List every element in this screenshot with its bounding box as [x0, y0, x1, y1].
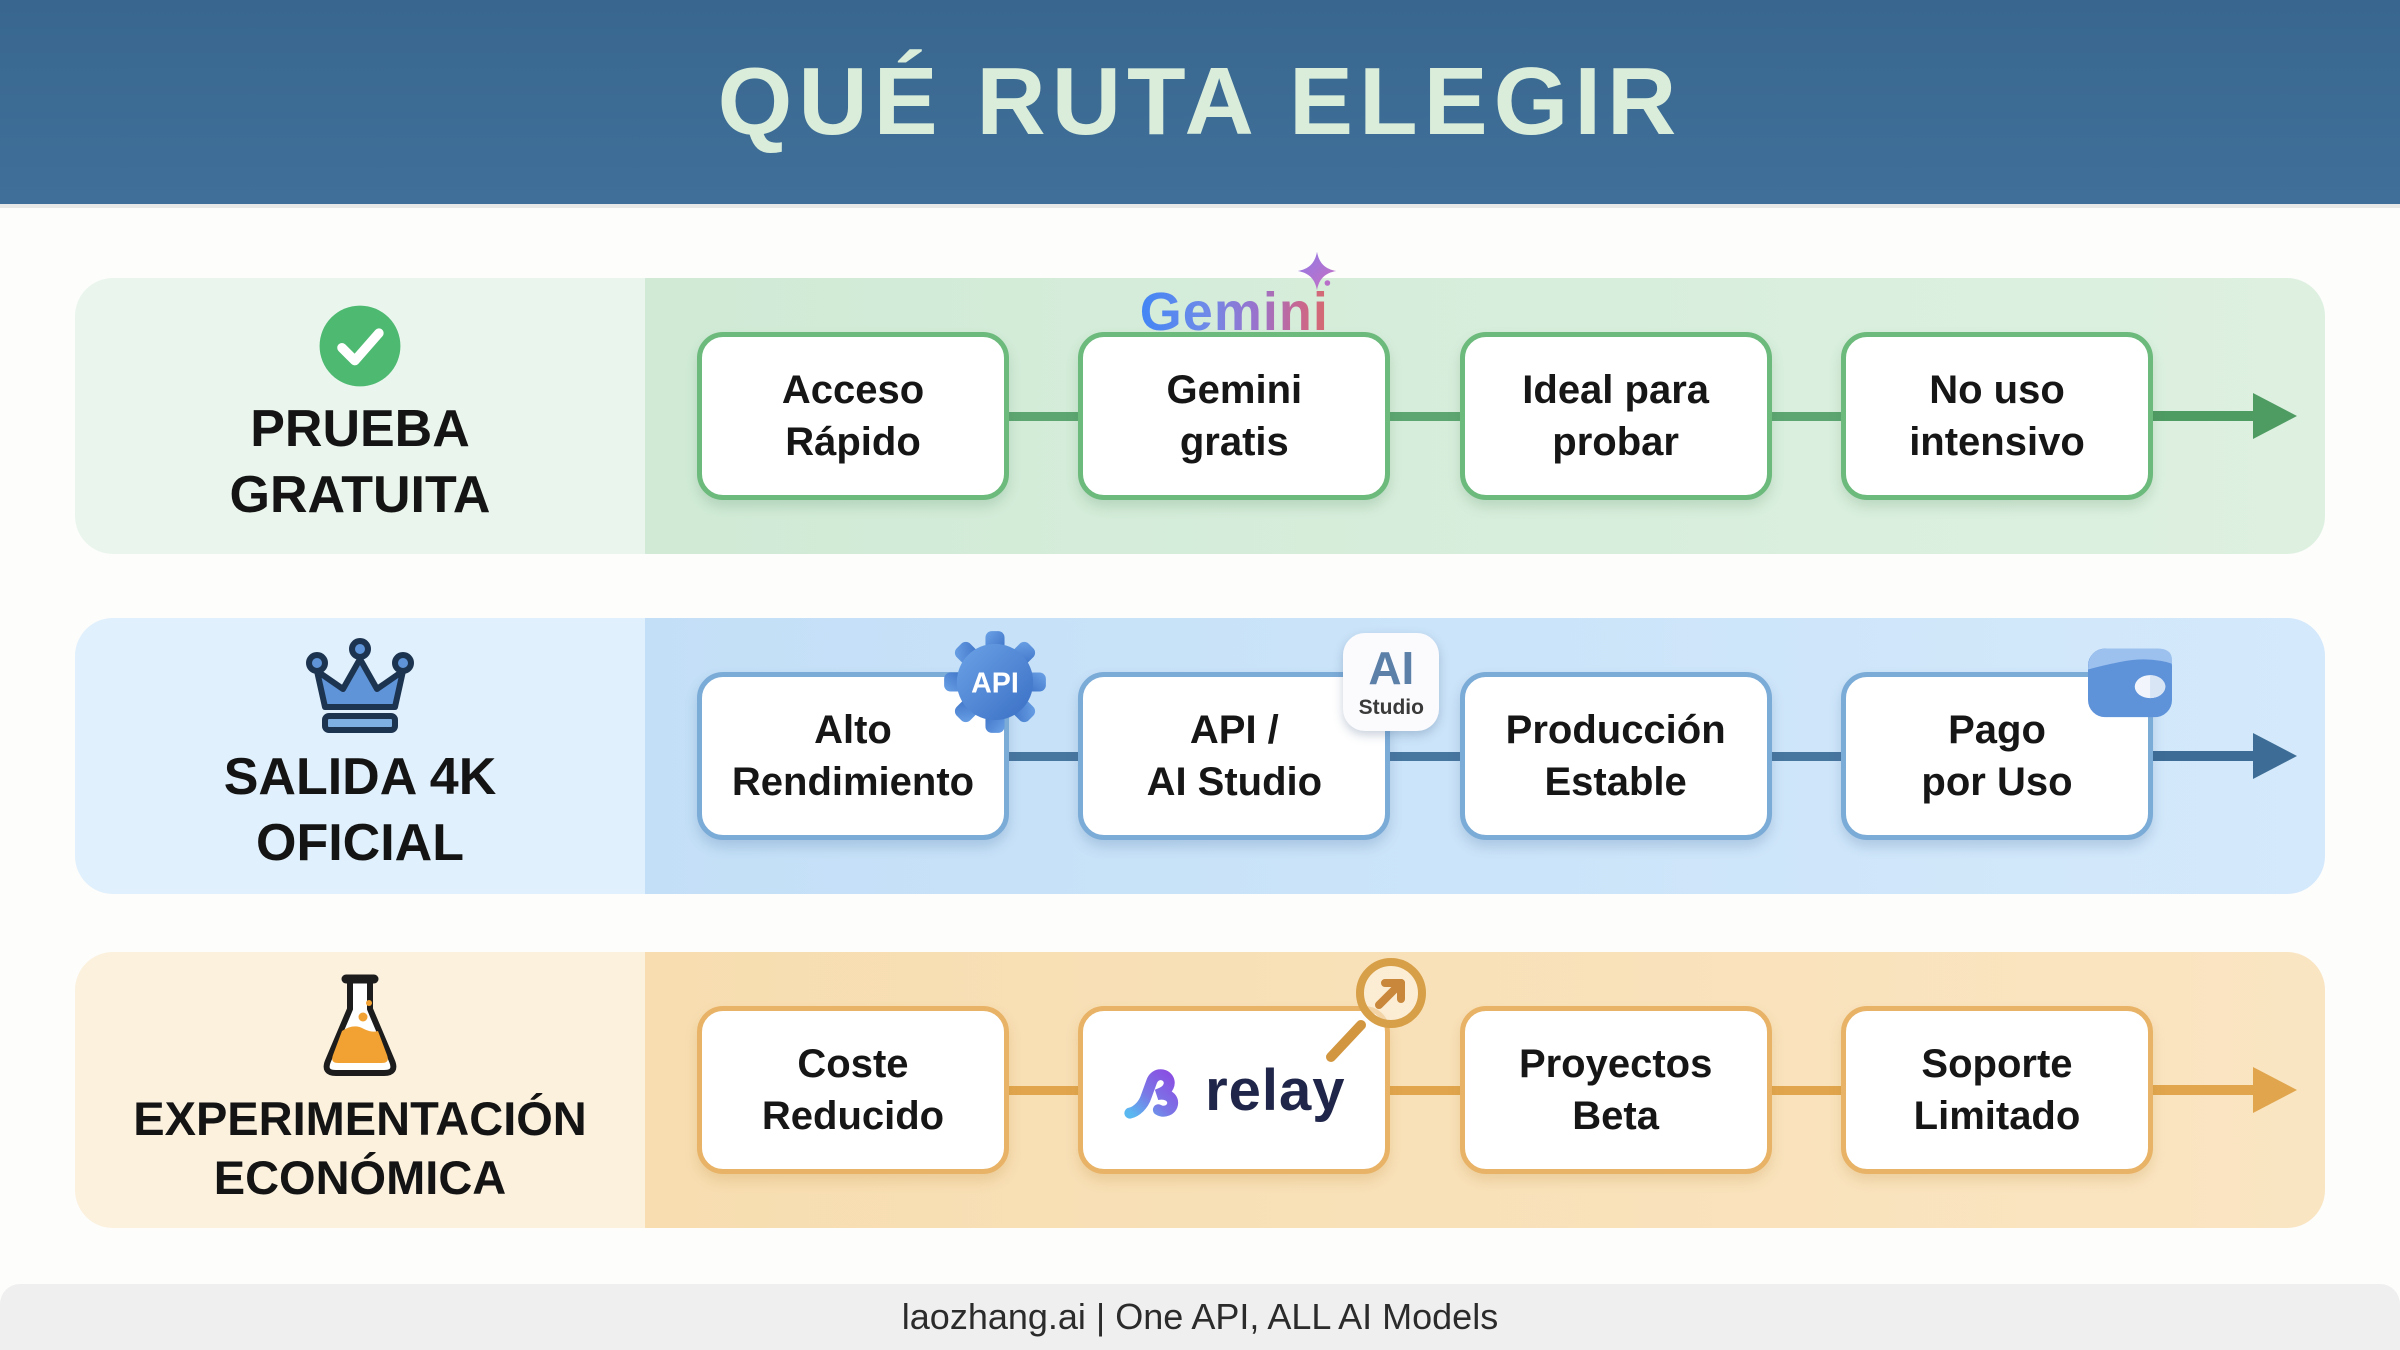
step-line2: Limitado [1913, 1094, 2081, 1138]
step-gemini-gratis: Gemini Gemini gratis [1078, 251, 1391, 500]
row-prueba-gratuita: PRUEBA GRATUITA Acceso Rápido [75, 251, 2325, 554]
step-no-uso-intensivo: No uso intensivo [1840, 332, 2153, 500]
ai-studio-badge-studio: Studio [1358, 695, 1424, 719]
api-gear-label: API [971, 668, 1019, 700]
step-soporte-limitado: Soporte Limitado [1840, 1006, 2153, 1174]
connector-line [1386, 1085, 1464, 1095]
row-experimentacion-economica: EXPERIMENTACIÓN ECONÓMICA Coste Reducido [75, 952, 2325, 1228]
row-label-line1: SALIDA 4K [223, 748, 497, 807]
crown-icon [306, 638, 414, 734]
step-pago-por-uso: Pago por Uso [1840, 648, 2172, 840]
connector-line [1767, 751, 1845, 761]
row-label-line2: ECONÓMICA [213, 1151, 507, 1204]
step-line1: Pago [1948, 708, 2046, 752]
step-line1: API / [1189, 708, 1279, 752]
row-label-line2: OFICIAL [256, 814, 464, 872]
step-line2: Beta [1572, 1094, 1659, 1138]
connector-line [1386, 411, 1464, 421]
step-label: Gemini gratis [1167, 364, 1303, 468]
step-line1: Coste [797, 1042, 909, 1086]
wallet-icon [2087, 648, 2172, 718]
relay-logo: relay [1123, 1056, 1345, 1124]
step-line2: AI Studio [1146, 760, 1323, 804]
gemini-sparkle-icon [1297, 251, 1337, 291]
step-proyectos-beta: Proyectos Beta [1459, 1006, 1772, 1174]
gemini-logo-wrap: Gemini [1139, 251, 1337, 343]
step-line1: Acceso [781, 368, 925, 412]
step-produccion-estable: Producción Estable [1459, 672, 1772, 840]
step-relay: relay [1078, 958, 1427, 1174]
step-acceso-rapido: Acceso Rápido [697, 332, 1009, 500]
step-label: API / AI Studio [1147, 704, 1323, 808]
step-label: Acceso Rápido [782, 364, 924, 468]
footer-bar: laozhang.ai | One API, ALL AI Models [0, 1284, 2400, 1350]
step-line1: Proyectos [1518, 1042, 1713, 1086]
gemini-logo: Gemini [1083, 251, 1385, 343]
row-steps-orange: Coste Reducido [645, 952, 2325, 1228]
step-line1: Ideal para [1522, 368, 1710, 412]
connector-line [1386, 751, 1464, 761]
connector-line [1005, 411, 1083, 421]
step-label: Producción Estable [1506, 704, 1726, 808]
ai-studio-badge: AI Studio [1343, 633, 1440, 731]
step-line1: Soporte [1921, 1042, 2073, 1086]
magnifier-arrow-icon [1326, 958, 1427, 1062]
step-label: Pago por Uso [1921, 704, 2072, 808]
step-label: Ideal para probar [1522, 364, 1709, 468]
row-label: EXPERIMENTACIÓN ECONÓMICA [133, 1089, 587, 1207]
relay-logo-text: relay [1205, 1057, 1346, 1123]
step-ideal-para-probar: Ideal para probar [1459, 332, 1772, 500]
header-banner: QUÉ RUTA ELEGIR [0, 0, 2400, 208]
step-coste-reducido: Coste Reducido [697, 1006, 1009, 1174]
row-label: SALIDA 4K OFICIAL [224, 745, 497, 876]
check-circle-icon [319, 306, 401, 387]
step-line2: por Uso [1921, 760, 2073, 804]
step-line1: Gemini [1166, 368, 1303, 412]
step-alto-rendimiento: API Alto Rendimiento [697, 631, 1046, 840]
step-line1: No uso [1929, 368, 2065, 412]
row-label: PRUEBA GRATUITA [230, 397, 491, 528]
row-label-panel-blue: SALIDA 4K OFICIAL [75, 618, 645, 894]
row-label-panel-green: PRUEBA GRATUITA [75, 278, 645, 554]
row-label-line1: EXPERIMENTACIÓN [133, 1091, 587, 1145]
relay-logo-icon [1124, 1069, 1179, 1119]
step-label: Proyectos Beta [1519, 1038, 1712, 1142]
step-line2: intensivo [1909, 420, 2085, 464]
step-label: No uso intensivo [1909, 364, 2085, 468]
step-line2: Rendimiento [731, 760, 975, 804]
step-line2: Reducido [761, 1094, 945, 1138]
step-line2: probar [1552, 420, 1679, 464]
connector-line [1005, 1085, 1083, 1095]
flow-arrow-icon [2148, 1067, 2297, 1113]
gemini-logo-text: Gemini [1139, 282, 1329, 342]
step-label: Alto Rendimiento [732, 704, 974, 808]
step-line1: Producción [1505, 708, 1726, 752]
flask-icon [323, 974, 397, 1076]
page-title: QUÉ RUTA ELEGIR [717, 48, 1683, 155]
api-gear-icon: API [944, 631, 1046, 733]
row-steps-green: Acceso Rápido Gemini [645, 251, 2325, 554]
connector-line [1767, 411, 1845, 421]
step-label: Coste Reducido [762, 1038, 944, 1142]
row-label-line1: PRUEBA [250, 400, 470, 459]
row-steps-blue: API Alto Rendimiento AI Studio API / AI … [645, 618, 2325, 894]
step-api-ai-studio: AI Studio API / AI Studio [1078, 633, 1440, 840]
connector-line [1767, 1085, 1845, 1095]
row-salida-4k-oficial: SALIDA 4K OFICIAL [75, 618, 2325, 894]
flow-arrow-icon [2148, 733, 2297, 779]
row-label-panel-orange: EXPERIMENTACIÓN ECONÓMICA [75, 952, 645, 1228]
step-label: Soporte Limitado [1914, 1038, 2081, 1142]
ai-studio-badge-ai: AI [1368, 641, 1415, 694]
step-line2: gratis [1179, 420, 1289, 464]
flow-arrow-icon [2148, 393, 2297, 439]
connector-line [1005, 751, 1083, 761]
step-line2: Estable [1544, 760, 1687, 804]
footer-text: laozhang.ai | One API, ALL AI Models [901, 1296, 1499, 1337]
row-label-line2: GRATUITA [229, 466, 491, 524]
step-line1: Alto [814, 708, 892, 752]
step-line2: Rápido [785, 420, 921, 464]
